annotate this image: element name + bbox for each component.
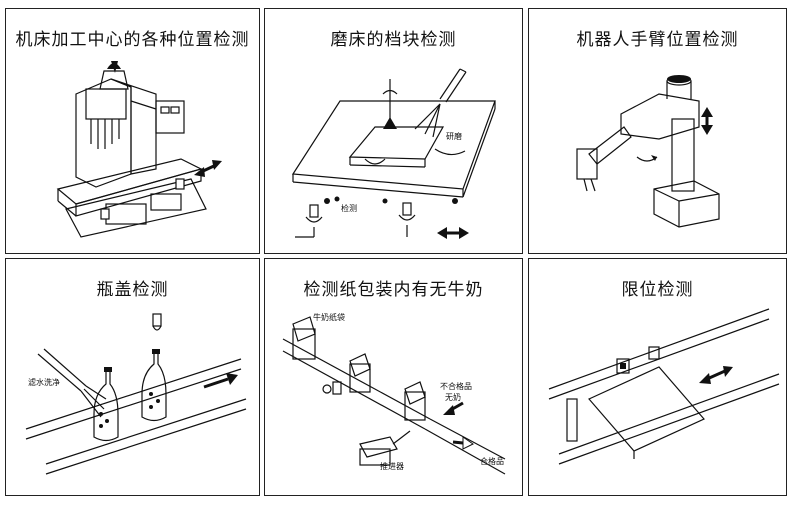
label-nomilk: 无奶 — [445, 392, 461, 402]
label-ok: 合格品 — [480, 456, 504, 466]
panel-title: 限位检测 — [621, 280, 694, 300]
milk-carton-illustration: 牛奶纸袋 不合格品 无奶 推进器 合格品 — [282, 312, 506, 475]
panel-machine-tool: 机床加工中心的各种位置检测 — [5, 8, 260, 254]
limit-illustration — [548, 308, 780, 465]
panel-bottle-cap: 瓶盖检测 滤水洗净 — [5, 258, 260, 496]
panel-grinder: 磨床的档块检测 — [264, 8, 523, 254]
label-wash: 滤水洗净 — [28, 377, 60, 387]
panel-title: 检测纸包装内有无牛奶 — [303, 280, 484, 300]
machine-tool-illustration — [56, 61, 222, 238]
panel-title: 瓶盖检测 — [96, 280, 169, 300]
panel-milk: 检测纸包装内有无牛奶 牛奶纸袋 不合格品 无奶 推进器 合格品 — [264, 258, 523, 496]
panel-limit: 限位检测 — [528, 258, 787, 496]
label-carton: 牛奶纸袋 — [313, 312, 345, 322]
panel-title: 机床加工中心的各种位置检测 — [15, 30, 250, 50]
grinder-illustration: 研磨 检测 — [291, 68, 496, 239]
bottle-cap-illustration: 滤水洗净 — [25, 313, 247, 475]
panel-robot-arm: 机器人手臂位置检测 — [528, 8, 787, 254]
robot-arm-illustration — [576, 75, 720, 228]
label-reject: 不合格品 — [440, 381, 472, 391]
label-grind: 研磨 — [446, 131, 462, 141]
panel-title: 磨床的档块检测 — [330, 30, 457, 50]
label-detect: 检测 — [341, 203, 357, 213]
label-pusher: 推进器 — [380, 461, 404, 471]
panel-title: 机器人手臂位置检测 — [576, 30, 739, 50]
